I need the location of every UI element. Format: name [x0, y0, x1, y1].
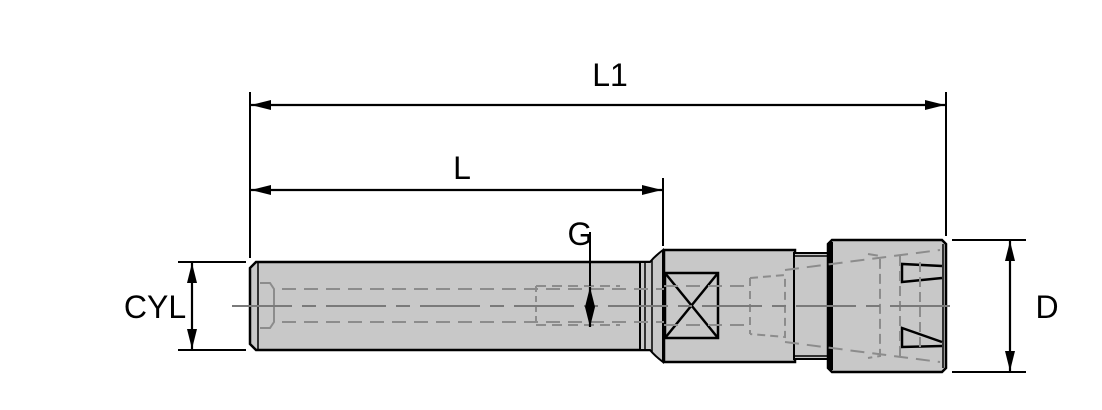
- dimension-D: D: [1005, 241, 1059, 371]
- nut-slot-top: [900, 262, 943, 284]
- nut-slot-bottom: [900, 326, 943, 349]
- extension-lines: [178, 92, 1026, 373]
- label-CYL: CYL: [124, 289, 186, 325]
- label-G: G: [568, 216, 593, 252]
- label-L1: L1: [592, 57, 628, 93]
- dimension-L1: L1: [251, 57, 945, 110]
- label-L: L: [453, 150, 471, 186]
- dimension-CYL: CYL: [124, 263, 197, 349]
- dimension-G: G: [568, 216, 595, 327]
- label-D: D: [1035, 289, 1058, 325]
- dimension-L: L: [251, 150, 662, 195]
